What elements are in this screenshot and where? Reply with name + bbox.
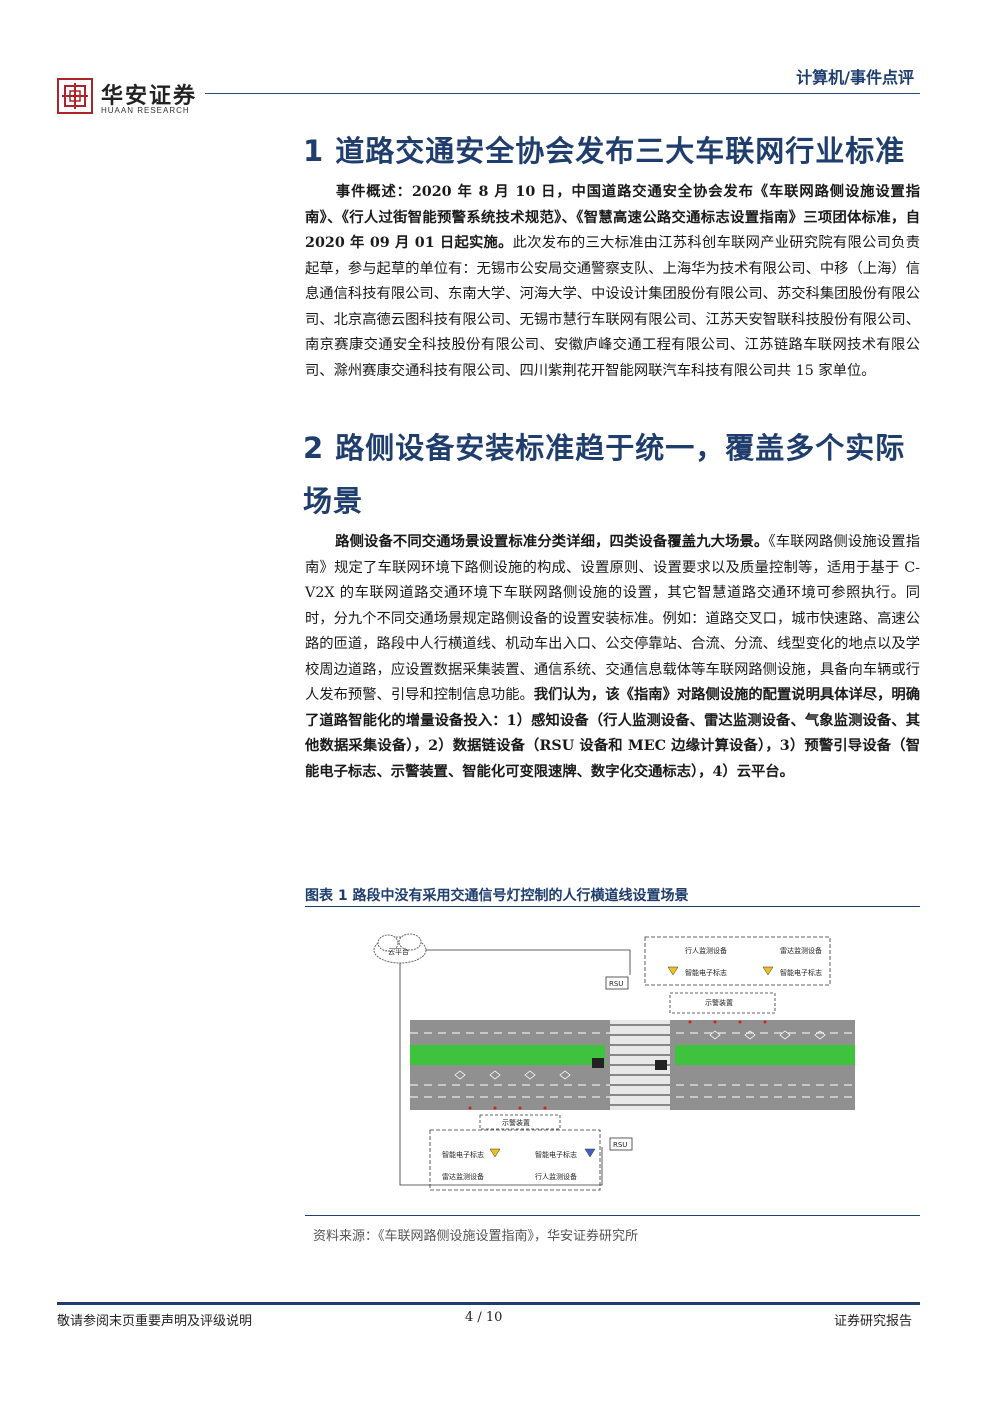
section2-conclusion: 我们认为，该《指南》对路侧设施的配置说明具体详尽，明确了道路智能化的增量设备投入… [305, 687, 921, 780]
top-device-panel [644, 936, 831, 986]
esign-bottom-left-label: 智能电子标志 [442, 1150, 484, 1159]
figure-bottom-rule [305, 1215, 920, 1216]
warning-top-label: 示警装置 [705, 998, 733, 1007]
section1-paragraph: 事件概述：2020 年 8 月 10 日，中国道路交通安全协会发布《车联网路侧设… [305, 180, 920, 384]
figure-title: 图表 1 路段中没有采用交通信号灯控制的人行横道线设置场景 [305, 888, 689, 904]
median-left [410, 1045, 605, 1065]
footer-divider [57, 1302, 920, 1305]
rsu-bottom-box [609, 1137, 633, 1151]
roadside-layout-diagram: 云平台 RSU 行人监测设备 雷达监测设备 智能电子标志 [373, 933, 855, 1191]
esign-bottom-right-icon [584, 1148, 596, 1158]
logo-text-cn: 华安证券 [101, 83, 198, 109]
section2-body: 《车联网路侧设施设置指南》规定了车联网环境下路侧设施的构成、设置原则、设置要求以… [305, 534, 920, 703]
figure-source: 资料来源：《车联网路侧设施设置指南》，华安证券研究所 [313, 1229, 639, 1244]
warning-bottom-label: 示警装置 [502, 1118, 530, 1127]
section2-heading-line1: 2 路侧设备安装标准趋于统一，覆盖多个实际 [303, 431, 906, 465]
cloud-label: 云平台 [388, 947, 409, 956]
cloud-icon: 云平台 [373, 933, 427, 964]
section1-lead: 事件概述：2020 年 8 月 10 日，中国道路交通安全协会发布《车联网路侧设… [305, 184, 920, 251]
esign-top-left-icon [667, 966, 679, 976]
section2-heading-line2: 场景 [303, 484, 364, 518]
esign-top-right-icon [762, 966, 774, 976]
esign-bottom-left-icon [489, 1148, 501, 1158]
radar-top-label: 雷达监测设备 [780, 946, 822, 955]
section1-body: 此次发布的三大标准由江苏科创车联网产业研究院有限公司负责起草，参与起草的单位有：… [305, 235, 921, 379]
page-number: 4 / 10 [465, 1310, 503, 1325]
ped-monitor-bottom-label: 行人监测设备 [535, 1172, 577, 1181]
esign-top-right-label: 智能电子标志 [780, 968, 822, 977]
esign-bottom-right-label: 智能电子标志 [535, 1150, 577, 1159]
logo-seal-icon [57, 78, 93, 114]
radar-bottom-label: 雷达监测设备 [442, 1172, 484, 1181]
rsu-top-box [605, 976, 629, 990]
ped-monitor-top-label: 行人监测设备 [685, 946, 727, 955]
esign-top-left-label: 智能电子标志 [685, 968, 727, 977]
section2-paragraph: 路侧设备不同交通场景设置标准分类详细，四类设备覆盖九大场景。《车联网路侧设施设置… [305, 530, 920, 785]
logo-text-en: HUAAN RESEARCH [101, 106, 190, 115]
footer-report-type: 证券研究报告 [833, 1314, 912, 1329]
figure-top-rule [305, 906, 920, 907]
section1-heading: 1 道路交通安全协会发布三大车联网行业标准 [303, 134, 906, 168]
section2-lead: 路侧设备不同交通场景设置标准分类详细，四类设备覆盖九大场景。 [335, 534, 769, 550]
crosswalk [610, 1020, 670, 1110]
footer-disclaimer: 敬请参阅末页重要声明及评级说明 [57, 1314, 253, 1329]
report-category: 计算机/事件点评 [796, 68, 914, 87]
header-divider [205, 93, 920, 94]
rsu-top-label: RSU [609, 980, 623, 988]
median-right [675, 1045, 855, 1065]
bottom-device-panel [429, 1129, 601, 1191]
rsu-bottom-label: RSU [613, 1141, 627, 1149]
company-logo: 华安证券 HUAAN RESEARCH [57, 78, 197, 120]
